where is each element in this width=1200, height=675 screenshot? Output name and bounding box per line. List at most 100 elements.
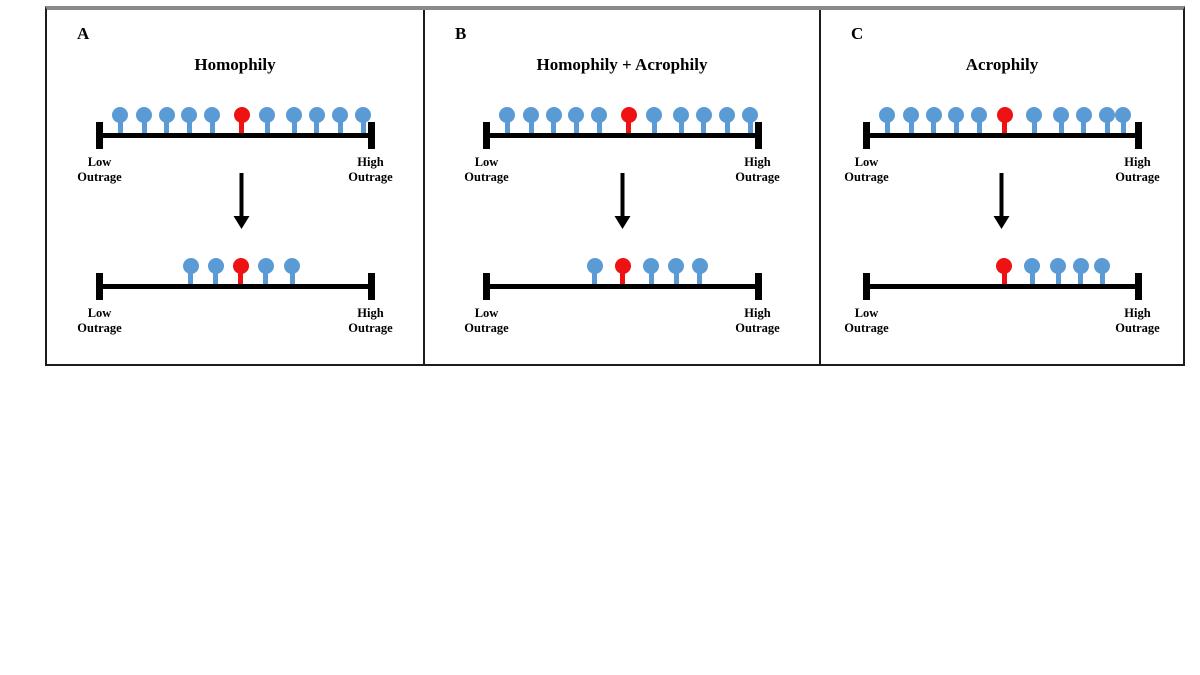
blue-agent-pin: [1094, 258, 1111, 285]
pin-stem: [291, 121, 297, 134]
outrage-axis-before: Low Outrage High Outrage: [844, 103, 1160, 184]
pin-stem: [1055, 272, 1061, 285]
panel-acrophily: C Acrophily Low Outrage High Outrage: [821, 10, 1183, 364]
axis-zone: Low Outrage High Outrage Low Out: [464, 10, 780, 364]
panel-homophily: A Homophily Low Outrage High Outrage: [47, 10, 423, 364]
pin-stem: [528, 121, 534, 134]
axis-right-cap: [754, 122, 762, 149]
pin-head: [971, 107, 988, 123]
transition-arrow: [233, 173, 250, 229]
axis-line: [484, 133, 760, 138]
low-outrage-label: Low Outrage: [844, 155, 889, 184]
axis-zone: Low Outrage High Outrage Low Out: [844, 10, 1160, 364]
pin-stem: [188, 272, 194, 285]
blue-agent-pin: [523, 107, 540, 134]
pin-head: [284, 258, 301, 274]
blue-agent-pin: [1024, 258, 1041, 285]
pin-stem: [1058, 121, 1064, 134]
blue-agent-pin: [204, 107, 221, 134]
pin-head: [1075, 107, 1092, 123]
high-outrage-label: High Outrage: [1115, 155, 1160, 184]
pin-stem: [976, 121, 982, 134]
red-agent-pin: [620, 107, 637, 134]
transition-arrow: [993, 173, 1010, 229]
blue-agent-pin: [1026, 107, 1043, 134]
pin-head: [879, 107, 896, 123]
blue-agent-pin: [112, 107, 129, 134]
red-agent-pin: [614, 258, 631, 285]
blue-agent-pin: [499, 107, 516, 134]
pin-head: [259, 107, 276, 123]
pin-stem: [213, 272, 219, 285]
pin-head: [232, 258, 249, 274]
low-outrage-label: Low Outrage: [464, 306, 509, 335]
pin-stem: [264, 121, 270, 134]
pin-stem: [1120, 121, 1126, 134]
pin-stem: [504, 121, 510, 134]
pin-head: [523, 107, 540, 123]
pin-head: [586, 258, 603, 274]
pin-head: [742, 107, 759, 123]
blue-agent-pin: [136, 107, 153, 134]
pin-stem: [117, 121, 123, 134]
blue-agent-pin: [257, 258, 274, 285]
pin-stem: [1081, 121, 1087, 134]
outrage-axis-after: Low Outrage High Outrage: [77, 254, 393, 335]
low-outrage-label: Low Outrage: [77, 155, 122, 184]
axis-left-cap: [862, 122, 870, 149]
pin-head: [204, 107, 221, 123]
pin-head: [355, 107, 372, 123]
high-outrage-label: High Outrage: [735, 306, 780, 335]
pin-stem: [164, 121, 170, 134]
pin-head: [182, 258, 199, 274]
pin-stem: [953, 121, 959, 134]
blue-agent-pin: [1099, 107, 1116, 134]
pin-stem: [884, 121, 890, 134]
pin-stem: [697, 272, 703, 285]
axis-line: [97, 133, 373, 138]
pin-stem: [747, 121, 753, 134]
pin-stem: [620, 272, 626, 285]
blue-agent-pin: [181, 107, 198, 134]
blue-agent-pin: [591, 107, 608, 134]
pin-stem: [1001, 272, 1007, 285]
blue-agent-pin: [673, 107, 690, 134]
blue-agent-pin: [646, 107, 663, 134]
axis-line: [97, 284, 373, 289]
pin-head: [1026, 107, 1043, 123]
high-outrage-label: High Outrage: [348, 306, 393, 335]
blue-agent-pin: [182, 258, 199, 285]
low-outrage-label: Low Outrage: [844, 306, 889, 335]
pin-head: [903, 107, 920, 123]
axis-right-cap: [367, 122, 375, 149]
pin-stem: [678, 121, 684, 134]
panel-title: Acrophily: [965, 55, 1039, 74]
pin-stem: [908, 121, 914, 134]
blue-agent-pin: [1075, 107, 1092, 134]
axis-line: [864, 133, 1140, 138]
axis-left-cap: [862, 273, 870, 300]
panel-letter: C: [851, 24, 864, 43]
blue-agent-pin: [1050, 258, 1067, 285]
pin-head: [1115, 107, 1131, 123]
pin-head: [1050, 258, 1067, 274]
axis-left-cap: [482, 122, 490, 149]
transition-arrow: [614, 173, 631, 229]
axis-right-cap: [1134, 273, 1142, 300]
pin-stem: [673, 272, 679, 285]
pin-head: [643, 258, 660, 274]
pin-stem: [724, 121, 730, 134]
pin-stem: [1078, 272, 1084, 285]
pin-stem: [1099, 272, 1105, 285]
blue-agent-pin: [207, 258, 224, 285]
pin-stem: [186, 121, 192, 134]
outrage-axis-before: Low Outrage High Outrage: [77, 103, 393, 184]
axis-right-cap: [754, 273, 762, 300]
blue-agent-pin: [719, 107, 736, 134]
pin-head: [158, 107, 175, 123]
blue-agent-pin: [286, 107, 303, 134]
blue-agent-pin: [586, 258, 603, 285]
blue-agent-pin: [158, 107, 175, 134]
pin-row: [98, 254, 373, 285]
pin-head: [719, 107, 736, 123]
